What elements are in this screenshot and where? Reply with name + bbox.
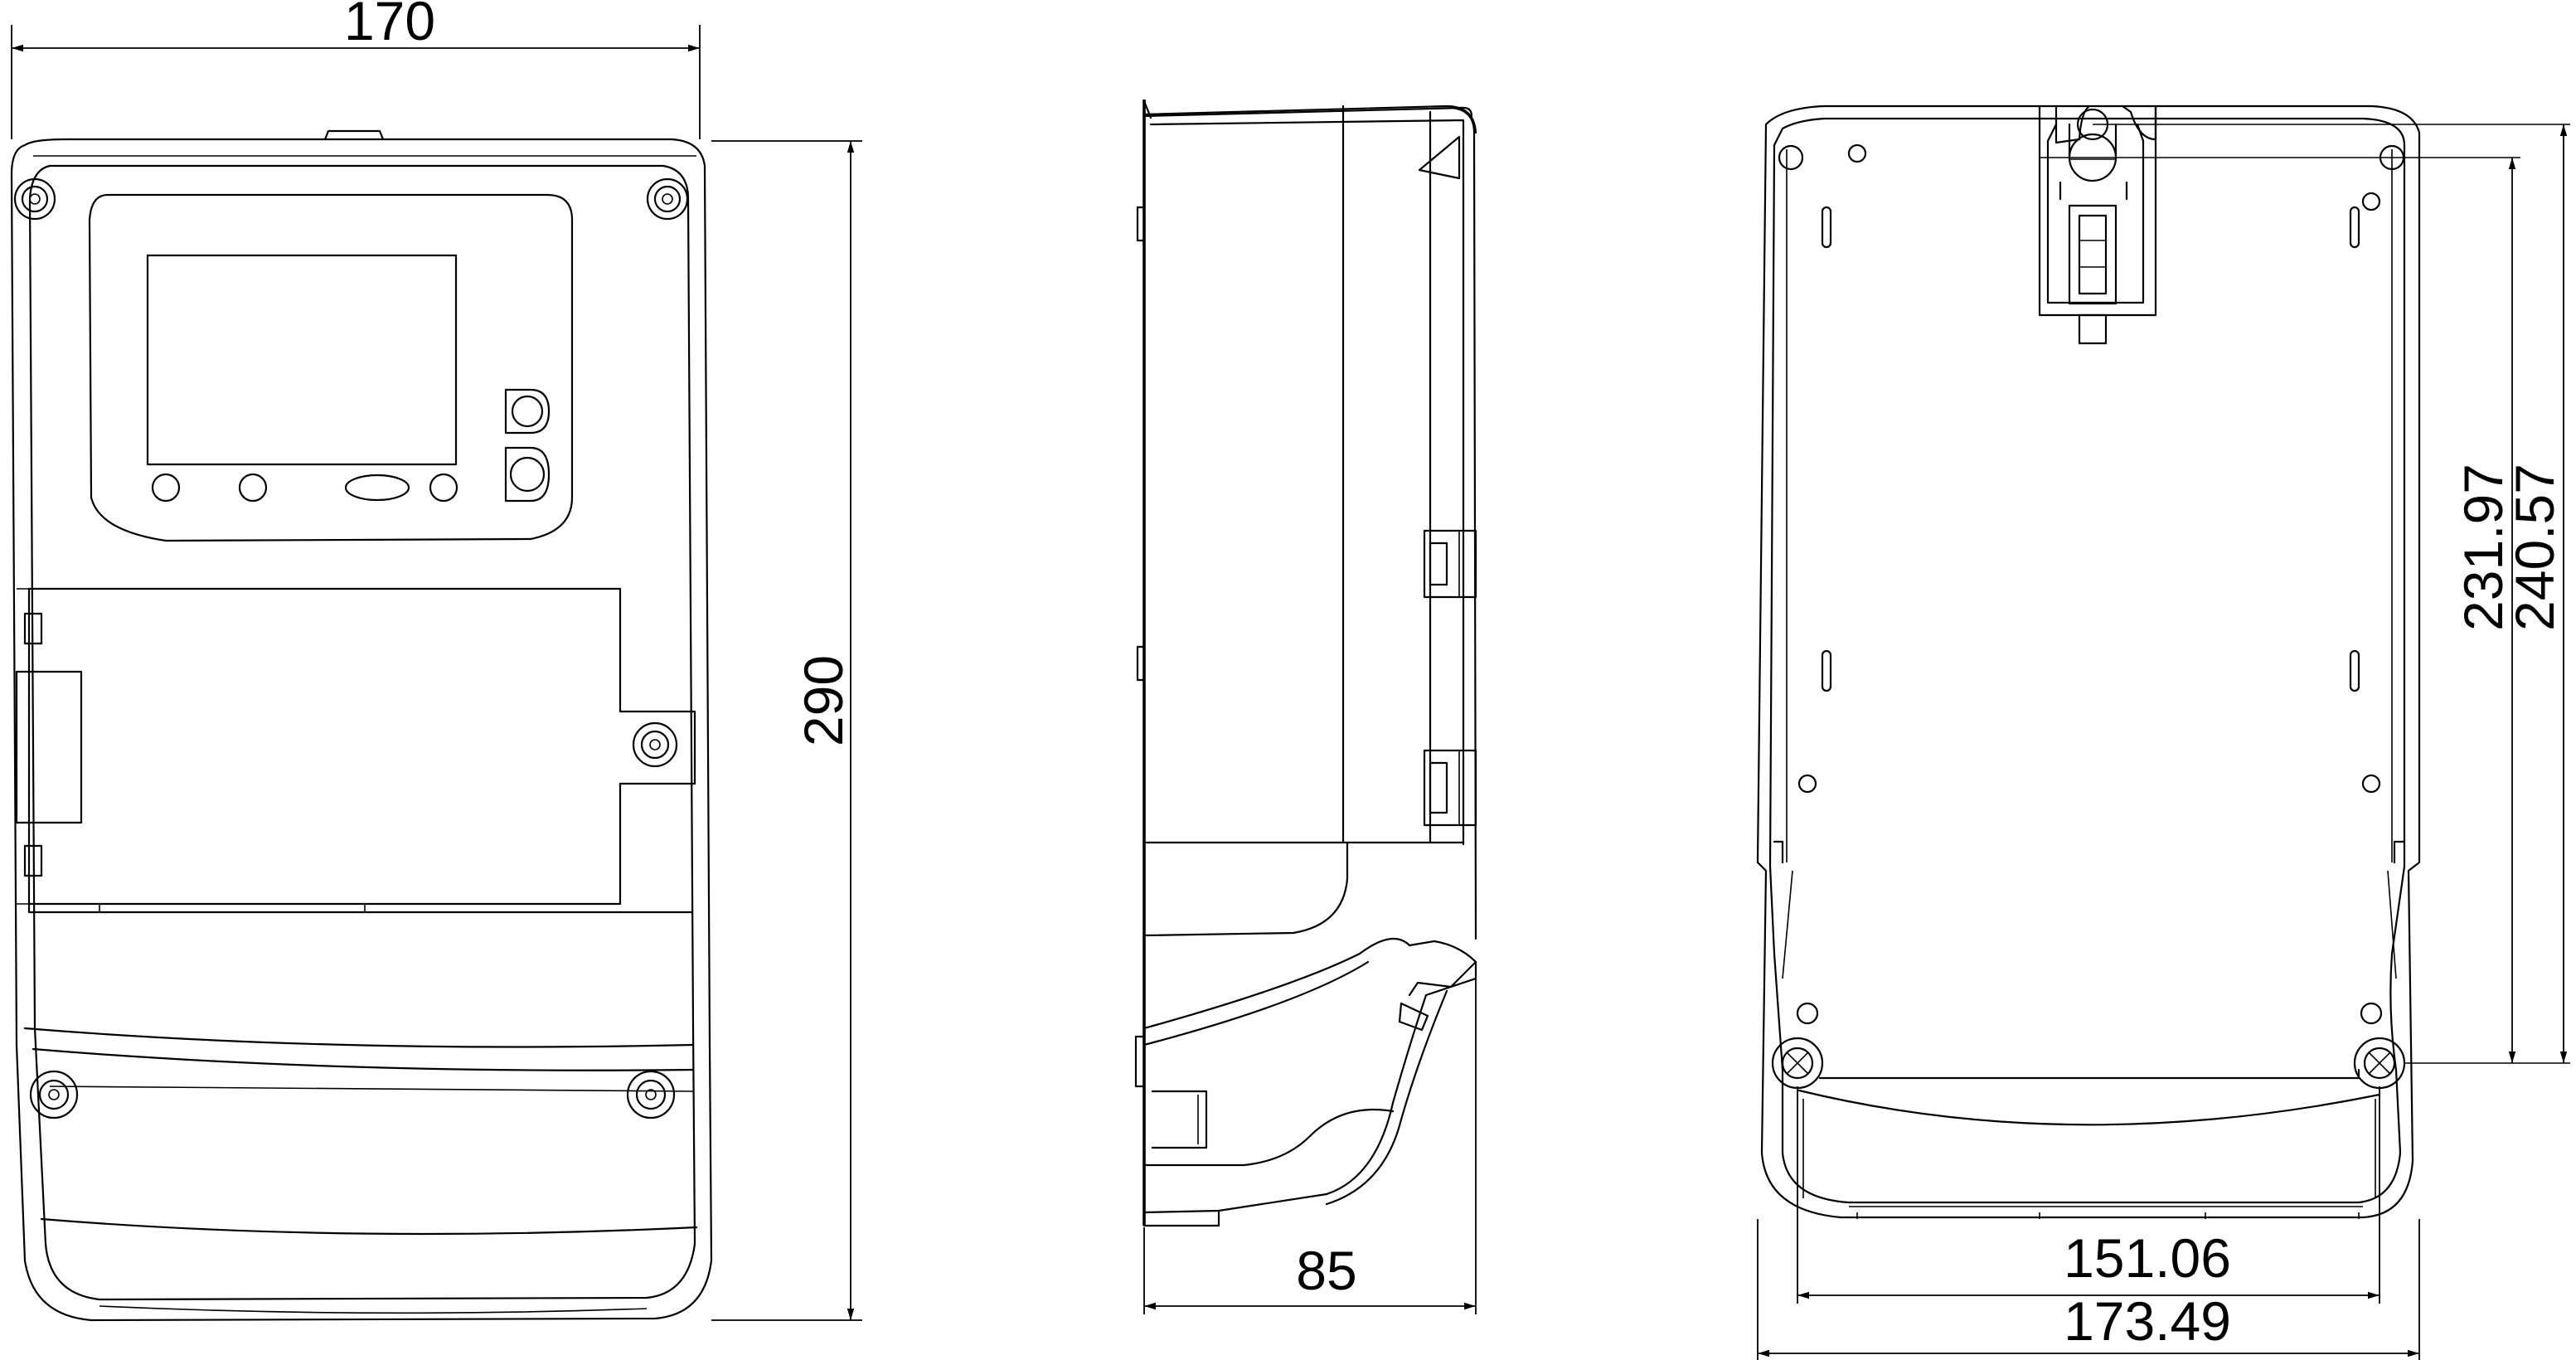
mount-hole-mid-right	[2361, 774, 2381, 794]
side-lower-curve-2	[1142, 960, 1370, 1047]
side-latch-lower	[1423, 749, 1477, 827]
button-oval	[344, 474, 410, 502]
display-panel	[88, 193, 574, 542]
back-lower-band-2	[1797, 1089, 2381, 1126]
side-latch-lower	[23, 844, 43, 877]
bottom-edge	[99, 1305, 648, 1314]
mount-hole-top-left-small	[1847, 143, 1867, 163]
slot-upper-right	[2349, 206, 2360, 249]
dim-151-label: 151.06	[2064, 1227, 2231, 1289]
front-top-tab	[323, 129, 385, 141]
front-outer-body	[10, 138, 713, 1322]
slot-upper-left	[1821, 206, 1832, 249]
dim-231-label: 231.97	[2452, 464, 2514, 631]
back-notch-left	[1773, 840, 1784, 864]
back-notch-right	[2393, 840, 2406, 864]
side-front-cover	[1341, 104, 1477, 940]
lower-band-2	[32, 1047, 695, 1071]
screw-bottom-left	[29, 1070, 79, 1120]
middle-strip-marks	[99, 904, 366, 912]
back-lower-band-1	[1818, 1068, 2360, 1080]
side-clip	[15, 670, 83, 824]
slot-mid-right	[2349, 649, 2360, 692]
side-terminal-screw	[1398, 1002, 1429, 1032]
side-latch-upper	[23, 612, 43, 645]
screw-top-left	[13, 177, 56, 221]
optical-port-lens	[509, 456, 546, 493]
middle-cover-inner	[17, 588, 29, 905]
button-2	[238, 473, 268, 503]
hanger-bracket	[2038, 104, 2157, 345]
mount-hole-top-right-small	[2361, 192, 2381, 211]
front-view: 170 290	[10, 0, 862, 1322]
screw-bottom-right	[626, 1070, 676, 1120]
dim-240-label: 240.57	[2504, 464, 2565, 631]
optical-port	[504, 446, 551, 503]
ir-port-lens	[511, 395, 544, 428]
side-lower-inner	[1142, 1108, 1395, 1167]
bottom-hole-right	[2353, 1037, 2406, 1090]
side-lower-front	[1142, 960, 1477, 1214]
lower-band-3	[49, 1086, 694, 1092]
lcd-screen	[146, 254, 458, 466]
mount-hole-low-right	[2360, 1002, 2383, 1025]
mount-hole-low-left	[1796, 1002, 1819, 1025]
front-inner-body	[28, 164, 696, 1301]
button-1	[151, 473, 181, 503]
side-top-outline	[1142, 104, 1477, 134]
back-inner-body	[1768, 117, 2406, 1204]
side-connector	[1151, 1090, 1208, 1149]
dim-85-label: 85	[1296, 1240, 1356, 1301]
lower-band-1	[23, 1027, 695, 1048]
back-bottom-marks	[1856, 1212, 2360, 1219]
back-outer-body	[1756, 104, 2421, 1219]
back-inner-rail-right	[2387, 149, 2397, 979]
button-3	[429, 473, 458, 503]
dim-173-label: 173.49	[2064, 1290, 2231, 1352]
dim-170-label: 170	[344, 0, 435, 51]
side-back-notch-2	[1136, 645, 1146, 682]
lower-curve	[40, 1217, 698, 1236]
side-top-wedge	[1418, 135, 1461, 180]
side-lower-front-2	[1325, 989, 1448, 1206]
dim-290-label: 290	[793, 655, 854, 746]
middle-cover	[27, 587, 696, 906]
back-view: 151.06 173.49 231.97 240.57	[1756, 104, 2570, 1360]
slot-mid-left	[1821, 649, 1832, 692]
side-lower-housing	[1142, 841, 1349, 937]
mount-hole-top-left	[1778, 144, 1804, 171]
screw-middle-right	[632, 721, 678, 768]
screw-top-right	[646, 177, 689, 221]
side-lower-curve-1	[1142, 937, 1411, 1030]
side-top-edge	[1149, 119, 1465, 846]
side-back-notch-1	[1136, 206, 1146, 242]
mount-hole-mid-left	[1797, 774, 1817, 794]
bottom-hole-left	[1771, 1037, 1824, 1090]
ir-port	[504, 388, 551, 435]
back-lower-band-3	[1802, 1099, 2376, 1198]
side-terminal-lip	[1408, 940, 1477, 997]
middle-bottom-strip	[27, 902, 694, 914]
side-bottom-foot	[1142, 1211, 1220, 1227]
back-inner-rail-left	[1782, 149, 1793, 979]
side-back-notch-3	[1134, 1035, 1146, 1088]
side-latch-upper	[1423, 529, 1477, 599]
side-view: 85	[1134, 100, 1477, 1314]
